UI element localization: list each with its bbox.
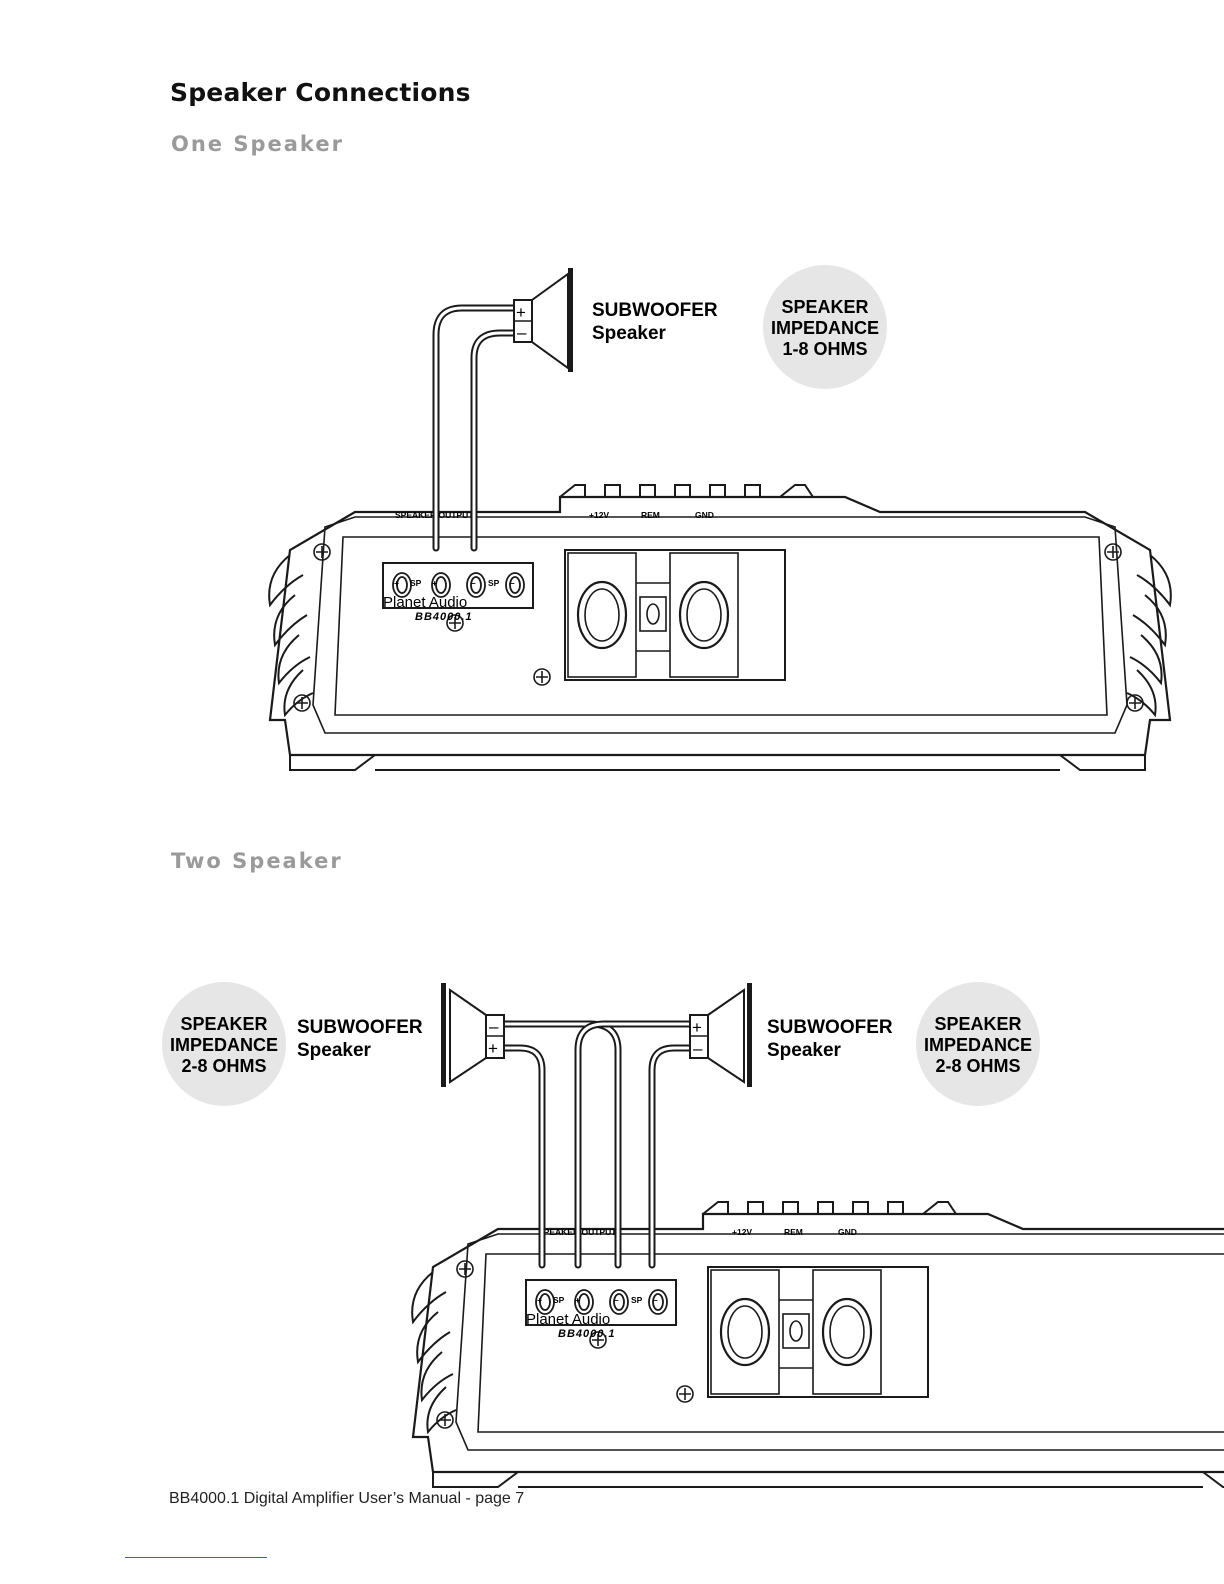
terminal-sign: SP xyxy=(631,1295,643,1305)
amplifier-diagram-one-speaker: SPEAKER OUTPUT + SP + – SP – +12V REM GN… xyxy=(268,483,1172,772)
terminal-sign: – xyxy=(653,1295,658,1305)
impedance-line3: 2-8 OHMS xyxy=(181,1056,266,1076)
power-label: GND xyxy=(838,1227,857,1237)
minus-mark: – xyxy=(693,1039,703,1058)
terminal-sign: SP xyxy=(410,578,422,588)
page-footer: BB4000.1 Digital Amplifier User’s Manual… xyxy=(169,1490,525,1507)
impedance-line1: SPEAKER xyxy=(781,297,868,317)
speaker-label-line2: Speaker xyxy=(767,1040,842,1061)
speaker-label-line1: SUBWOOFER xyxy=(767,1017,893,1038)
power-label: +12V xyxy=(589,510,609,520)
subwoofer-speaker-right: + – xyxy=(689,983,752,1087)
footer-link-underline xyxy=(125,1557,267,1558)
subwoofer-speaker-one: + – xyxy=(513,268,573,372)
plus-mark: + xyxy=(488,1039,498,1058)
impedance-badge-right: SPEAKER IMPEDANCE 2-8 OHMS xyxy=(916,982,1040,1106)
power-label: GND xyxy=(695,510,714,520)
speaker-label-line2: Speaker xyxy=(297,1040,372,1061)
subwoofer-speaker-left: – + xyxy=(441,983,505,1087)
power-label: +12V xyxy=(732,1227,752,1237)
terminal-sign: – xyxy=(471,578,476,588)
section-heading-two-speaker: Two Speaker xyxy=(171,849,343,873)
speaker-wires-one xyxy=(432,304,520,552)
impedance-line3: 2-8 OHMS xyxy=(935,1056,1020,1076)
terminal-sign: – xyxy=(614,1295,619,1305)
minus-mark: – xyxy=(489,1017,499,1036)
impedance-line3: 1-8 OHMS xyxy=(782,339,867,359)
impedance-line1: SPEAKER xyxy=(934,1014,1021,1034)
terminal-sign: + xyxy=(537,1295,542,1305)
brand-logo: Planet Audio xyxy=(526,1311,610,1328)
power-label: REM xyxy=(641,510,660,520)
speaker-label-line2: Speaker xyxy=(592,323,667,344)
impedance-line2: IMPEDANCE xyxy=(924,1035,1032,1055)
section-heading-one-speaker: One Speaker xyxy=(171,132,344,156)
model-label: BB4000.1 xyxy=(415,611,473,623)
brand-logo: Planet Audio xyxy=(383,594,467,611)
impedance-line1: SPEAKER xyxy=(180,1014,267,1034)
impedance-badge-one: SPEAKER IMPEDANCE 1-8 OHMS xyxy=(763,265,887,389)
terminal-sign: SP xyxy=(488,578,500,588)
plus-mark: + xyxy=(516,303,526,322)
speaker-label-line1: SUBWOOFER xyxy=(592,300,718,321)
terminal-sign: + xyxy=(432,578,437,588)
impedance-line2: IMPEDANCE xyxy=(170,1035,278,1055)
amplifier-diagram-two-speaker: SPEAKER OUTPUT + SP + – SP – +12V REM GN… xyxy=(411,1200,1224,1489)
terminal-sign: + xyxy=(575,1295,580,1305)
impedance-badge-left: SPEAKER IMPEDANCE 2-8 OHMS xyxy=(162,982,286,1106)
terminal-sign: SP xyxy=(553,1295,565,1305)
terminal-sign: – xyxy=(510,578,515,588)
plus-mark: + xyxy=(692,1018,702,1037)
page-title: Speaker Connections xyxy=(170,78,471,107)
impedance-line2: IMPEDANCE xyxy=(771,318,879,338)
speaker-label-line1: SUBWOOFER xyxy=(297,1017,423,1038)
power-label: REM xyxy=(784,1227,803,1237)
minus-mark: – xyxy=(517,323,527,342)
terminal-sign: + xyxy=(394,578,399,588)
model-label: BB4000.1 xyxy=(558,1328,616,1340)
